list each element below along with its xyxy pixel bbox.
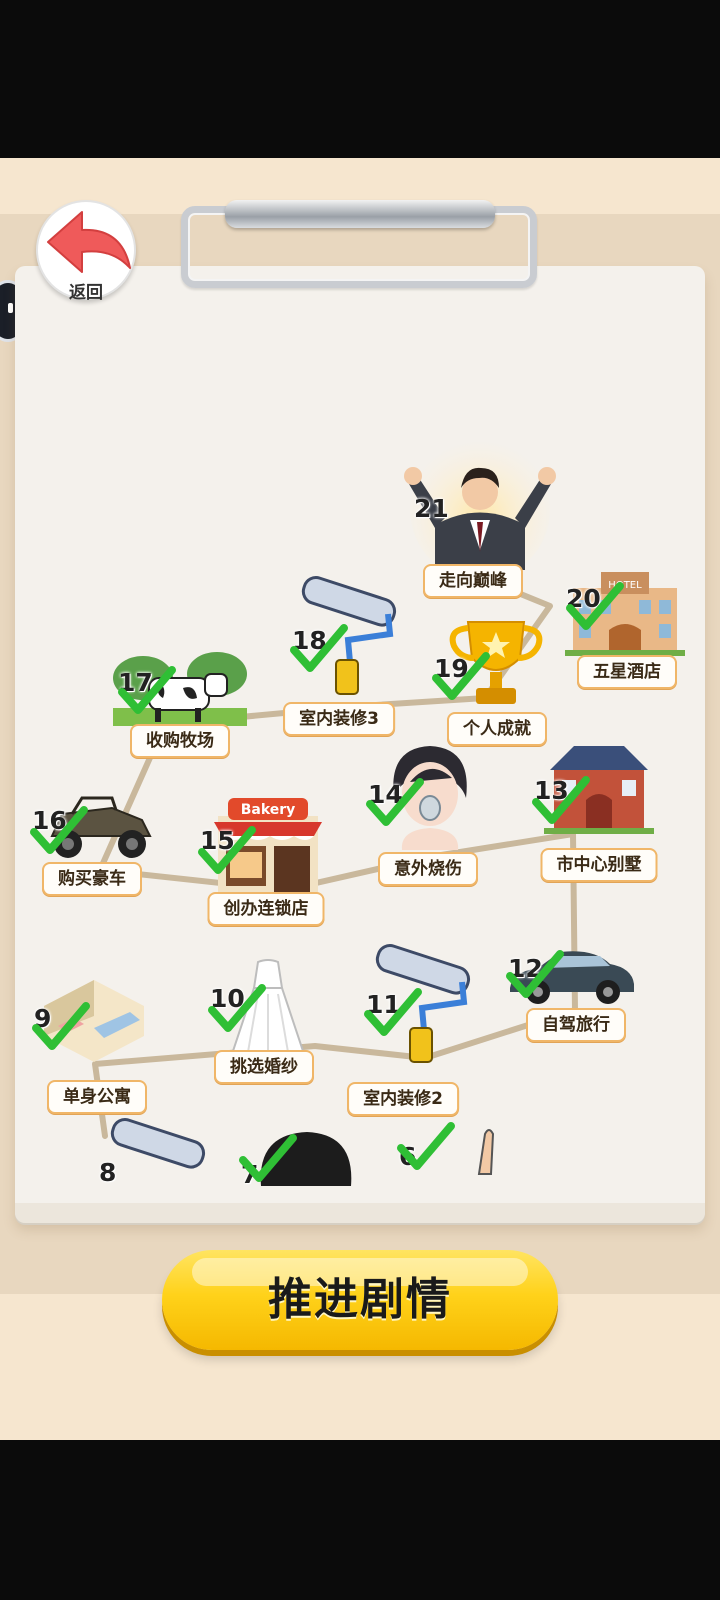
node-number: 13 <box>534 776 569 805</box>
node-label: 室内装修3 <box>283 702 395 736</box>
checkmark-icon <box>30 806 88 854</box>
node-number: 15 <box>200 826 235 855</box>
button-gloss <box>192 1258 528 1286</box>
checkmark-icon <box>32 1002 90 1050</box>
checkmark-icon <box>532 776 590 824</box>
node-label: 自驾旅行 <box>526 1008 626 1042</box>
bakery-sign: Bakery <box>241 802 296 818</box>
advance-story-label: 推进剧情 <box>268 1274 452 1325</box>
node-label: 挑选婚纱 <box>214 1050 314 1084</box>
paint-roller-icon <box>110 1118 206 1169</box>
checkmark-icon <box>118 666 176 714</box>
node-label: 单身公寓 <box>47 1080 147 1114</box>
svg-text:HOTEL: HOTEL <box>608 580 642 591</box>
node-label: 五星酒店 <box>577 655 677 689</box>
node-number: 10 <box>210 984 245 1013</box>
checkmark-icon <box>208 984 266 1032</box>
node-label: 市中心别墅 <box>540 848 658 882</box>
story-path-lines <box>92 565 578 1139</box>
node-number: 21 <box>414 494 449 523</box>
checkmark-icon <box>239 1134 297 1182</box>
node-label: 意外烧伤 <box>378 852 478 886</box>
checkmark-icon <box>506 950 564 998</box>
node-number: 16 <box>32 806 67 835</box>
node-label: 创办连锁店 <box>207 892 325 926</box>
node-label: 走向巅峰 <box>423 564 523 598</box>
pointing-hand-icon <box>477 1129 495 1175</box>
paint-roller-icon <box>301 576 397 695</box>
node-label: 个人成就 <box>447 712 547 746</box>
back-arrow-icon <box>47 211 131 273</box>
injured-woman-icon <box>393 746 467 850</box>
checkmark-icon <box>364 988 422 1036</box>
node-number: 8 <box>99 1158 117 1187</box>
success-man-icon <box>404 440 556 580</box>
node-label: 收购牧场 <box>130 724 230 758</box>
back-label: 返回 <box>69 283 103 303</box>
clipboard-paper-edge <box>15 1203 705 1223</box>
checkmark-icon <box>366 778 424 826</box>
checkmark-icon <box>198 826 256 874</box>
bottom-navigation-area <box>0 1440 720 1600</box>
checkmark-icon <box>290 624 348 672</box>
node-label: 室内装修2 <box>347 1082 459 1116</box>
node-label: 购买豪车 <box>42 862 142 896</box>
checkmark-icon <box>432 652 490 700</box>
paint-roller-icon <box>375 944 471 1063</box>
clipped-lower-nodes: 8 7 6 <box>15 1118 705 1189</box>
checkmark-icon <box>566 582 624 630</box>
checkmark-icon <box>397 1122 455 1170</box>
clipboard-clip-bar <box>225 200 495 228</box>
top-status-area <box>0 0 720 158</box>
advance-story-button[interactable]: 推进剧情 <box>162 1250 558 1350</box>
back-button[interactable]: 返回 <box>36 200 136 303</box>
